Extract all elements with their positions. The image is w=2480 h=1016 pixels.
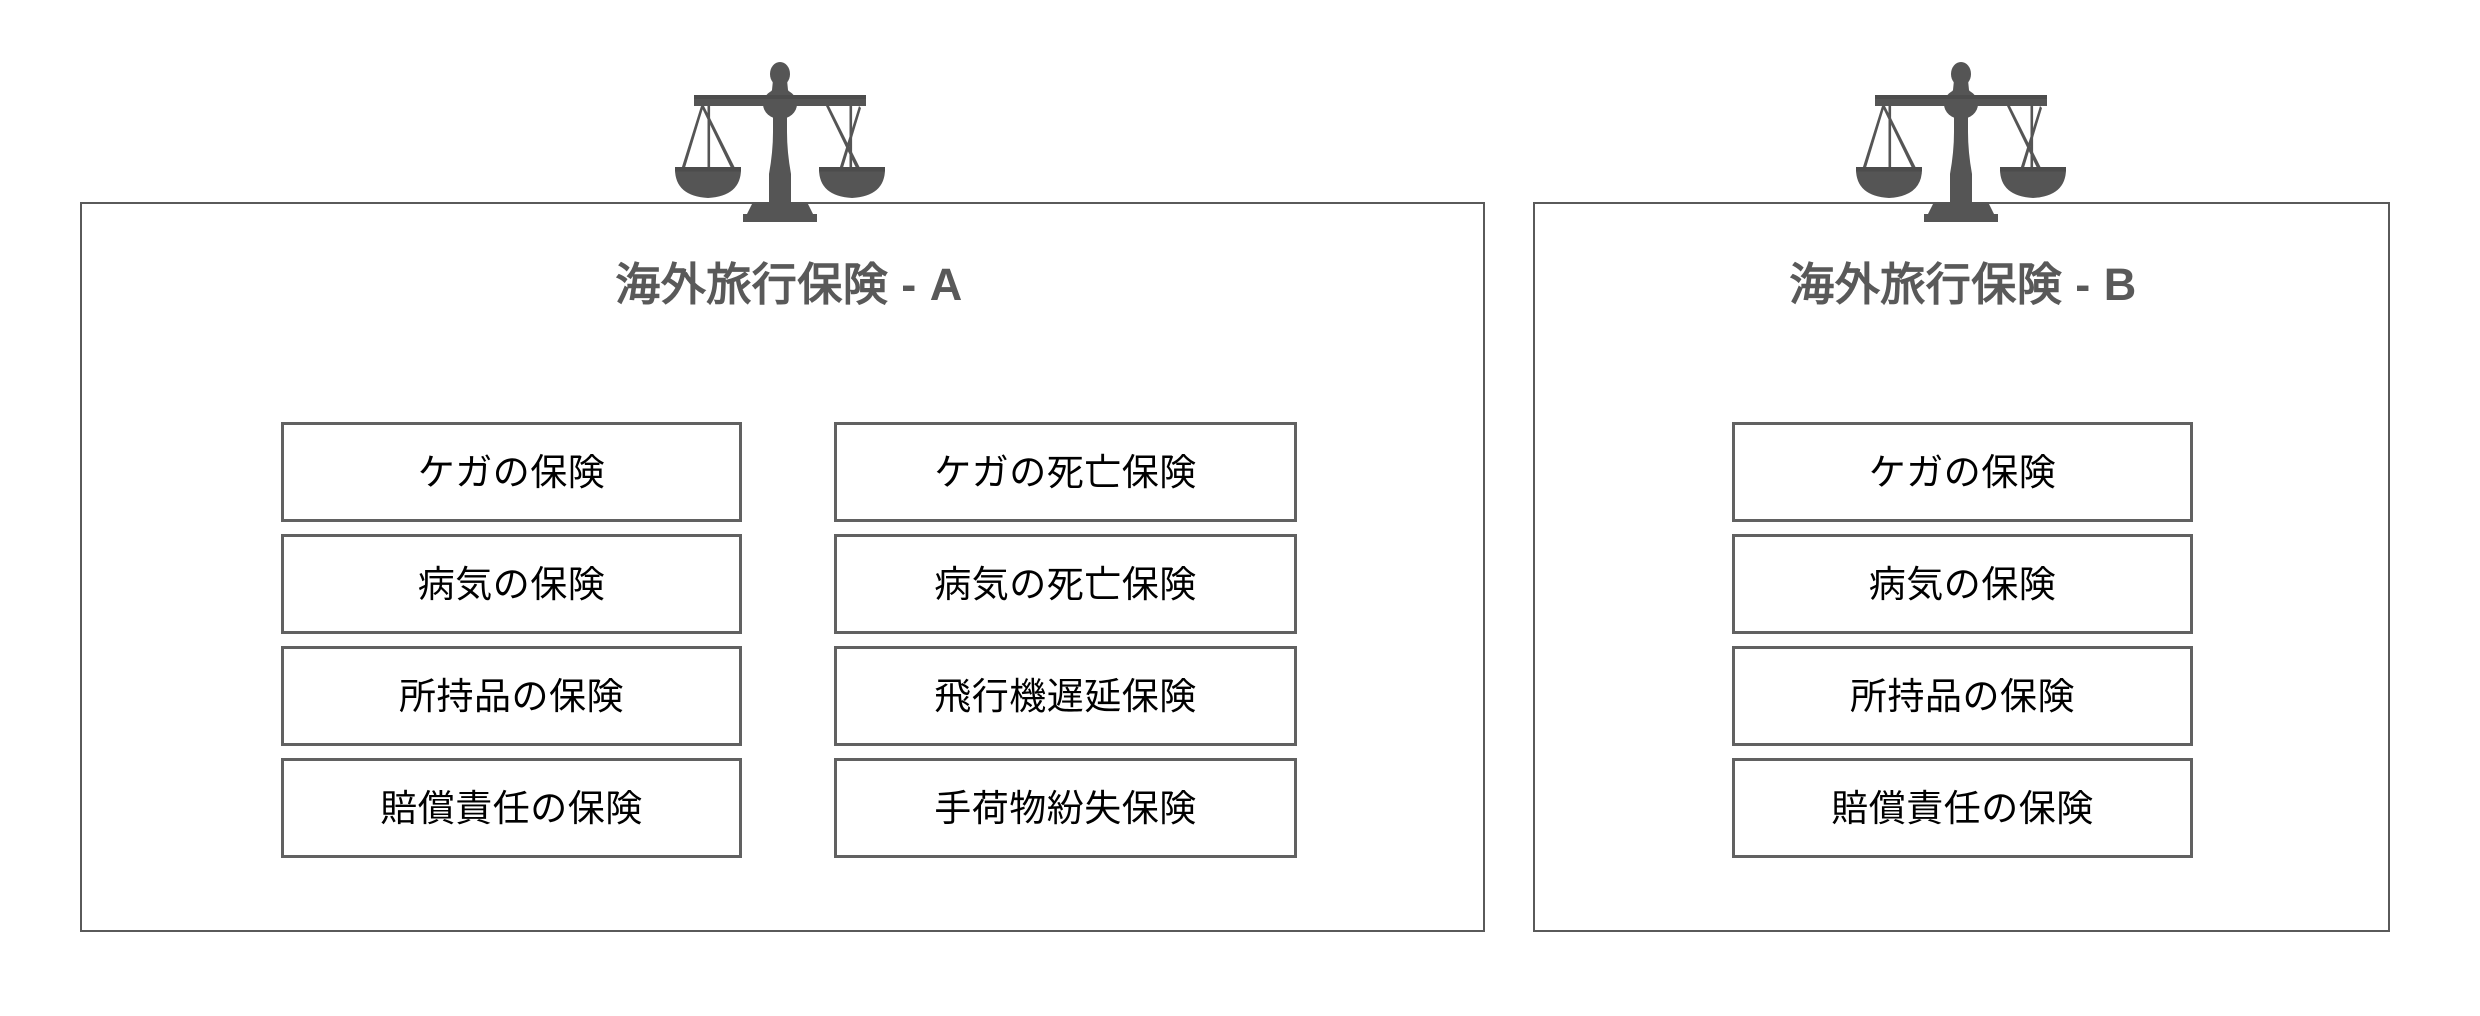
panel-a-column-1: ケガの保険 病気の保険 所持品の保険 賠償責任の保険	[281, 422, 742, 858]
coverage-item[interactable]: 賠償責任の保険	[281, 758, 742, 858]
panel-b-column-1: ケガの保険 病気の保険 所持品の保険 賠償責任の保険	[1732, 422, 2193, 858]
coverage-item[interactable]: ケガの保険	[281, 422, 742, 522]
coverage-item[interactable]: 所持品の保険	[281, 646, 742, 746]
coverage-item[interactable]: ケガの死亡保険	[834, 422, 1297, 522]
coverage-item[interactable]: 病気の保険	[1732, 534, 2193, 634]
balance-scale-icon	[675, 62, 885, 227]
balance-scale-icon	[1856, 62, 2066, 227]
coverage-item[interactable]: 賠償責任の保険	[1732, 758, 2193, 858]
coverage-item[interactable]: 手荷物紛失保険	[834, 758, 1297, 858]
coverage-item[interactable]: 病気の保険	[281, 534, 742, 634]
panel-b-title: 海外旅行保険 - B	[1789, 259, 2137, 310]
panel-a-column-2: ケガの死亡保険 病気の死亡保険 飛行機遅延保険 手荷物紛失保険	[834, 422, 1297, 858]
coverage-item[interactable]: 病気の死亡保険	[834, 534, 1297, 634]
coverage-item[interactable]: 飛行機遅延保険	[834, 646, 1297, 746]
coverage-item[interactable]: ケガの保険	[1732, 422, 2193, 522]
coverage-item[interactable]: 所持品の保険	[1732, 646, 2193, 746]
panel-a-title: 海外旅行保険 - A	[615, 259, 963, 310]
